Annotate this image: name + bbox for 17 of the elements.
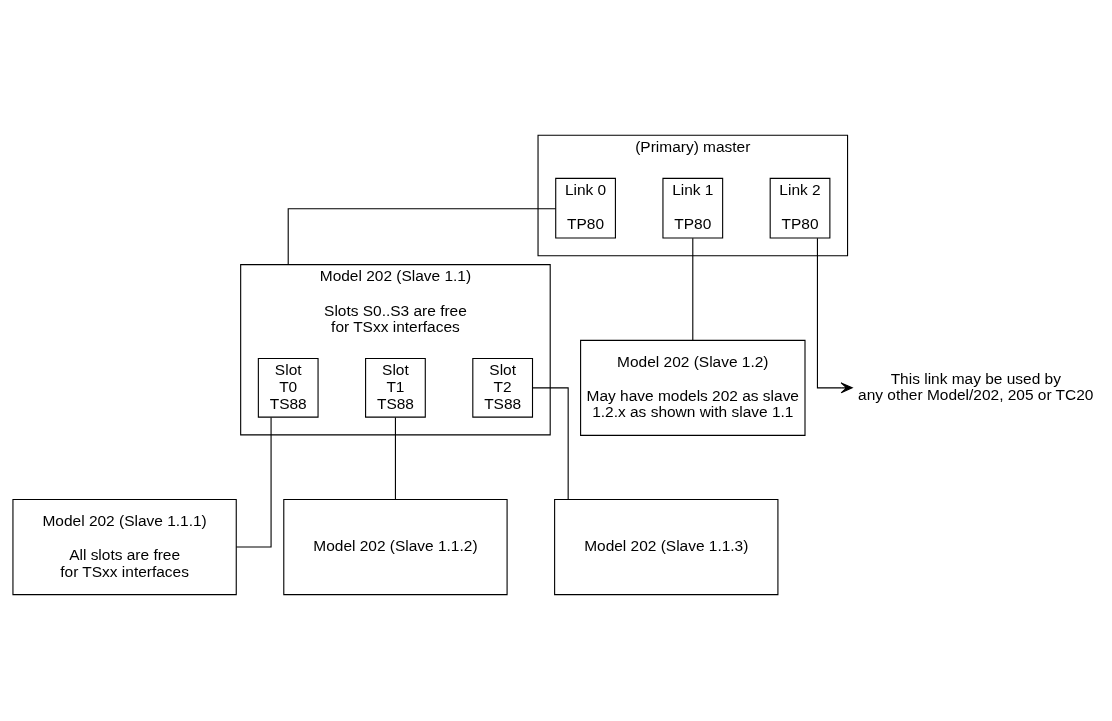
connector	[235, 416, 272, 548]
node-box: Model 202 (Slave 1.1.3)	[554, 498, 779, 596]
node-box: Slot T2 TS88	[472, 358, 534, 418]
node-box: Model 202 (Slave 1.1.2)	[283, 498, 508, 596]
node-box: Slot T0 TS88	[257, 358, 319, 418]
node-box: Link 2 TP80	[769, 177, 831, 239]
node-box: Model 202 (Slave 1.1.1) All slots are free for TSxx interfaces	[12, 498, 237, 596]
node-box: Link 1 TP80	[662, 177, 724, 239]
connector	[394, 416, 396, 501]
connector	[532, 387, 569, 500]
node-box: Model 202 (Slave 1.2) May have models 202 as slave 1.2.x as shown with slave 1.1	[580, 339, 806, 436]
node-box: Link 0 TP80	[555, 177, 616, 239]
connector	[692, 237, 694, 341]
node-text: This link may be used by any other Model/202, 205 or TC20	[858, 369, 1094, 404]
arrow	[816, 237, 853, 394]
node-box: Slot T1 TS88	[365, 358, 426, 418]
connector	[287, 208, 557, 266]
